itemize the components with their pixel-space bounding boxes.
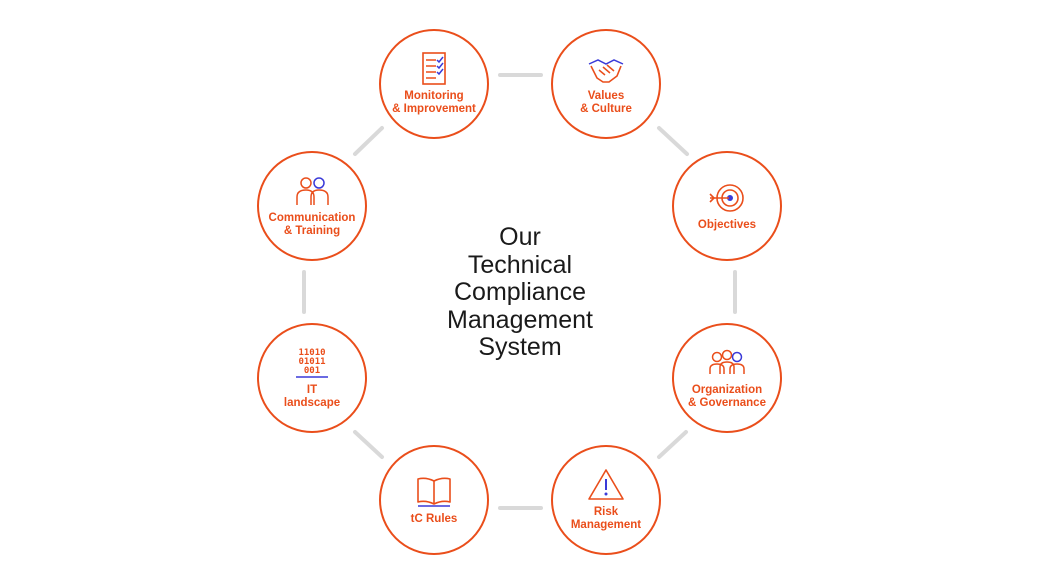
- connector-communication-monitoring: [353, 126, 384, 156]
- connector-values-objectives: [657, 126, 689, 156]
- group-icon: [707, 346, 747, 380]
- node-monitoring-improvement: Monitoring & Improvement: [379, 29, 489, 139]
- node-label-line: Communication: [268, 212, 356, 224]
- node-label-line: & Training: [283, 225, 341, 237]
- node-organization-governance: Organization & Governance: [672, 323, 782, 433]
- binary-row: 01011: [298, 357, 325, 367]
- node-label-line: IT: [306, 384, 318, 396]
- warning-icon: [586, 468, 626, 502]
- binary-icon: 11010 01011 001: [292, 346, 332, 380]
- center-title-line: Management: [447, 305, 593, 334]
- node-label: Organization & Governance: [688, 384, 766, 410]
- node-label-line: Monitoring: [404, 90, 464, 102]
- node-label: tC Rules: [411, 513, 458, 526]
- book-icon: [414, 475, 454, 509]
- node-label: Communication & Training: [269, 212, 356, 238]
- node-label-line: Management: [570, 519, 642, 531]
- node-label: Objectives: [698, 219, 756, 232]
- node-values-culture: Values & Culture: [551, 29, 661, 139]
- center-title: Our Technical Compliance Management Syst…: [420, 223, 620, 362]
- node-label: Monitoring & Improvement: [392, 90, 476, 116]
- node-label-line: Objectives: [697, 218, 757, 231]
- node-label-line: landscape: [283, 397, 341, 409]
- node-label-line: Organization: [691, 384, 763, 396]
- node-label-line: tC Rules: [410, 512, 458, 525]
- node-label-line: Values: [587, 90, 625, 102]
- node-label: Values & Culture: [580, 90, 632, 116]
- people-icon: [292, 174, 332, 208]
- connector-organization-risk: [657, 430, 688, 459]
- target-icon: [707, 181, 747, 215]
- center-title-line: Our: [499, 223, 541, 251]
- node-label-line: & Governance: [688, 397, 766, 409]
- center-title-line: Technical: [467, 250, 573, 279]
- node-label-line: Risk: [593, 506, 619, 518]
- node-communication-training: Communication & Training: [257, 151, 367, 261]
- center-title-line: System: [478, 333, 562, 361]
- node-risk-management: Risk Management: [551, 445, 661, 555]
- node-label-line: & Culture: [580, 103, 632, 115]
- binary-row: 11010: [298, 348, 325, 358]
- node-label: Risk Management: [571, 506, 641, 532]
- handshake-icon: [586, 52, 626, 86]
- node-label-line: & Improvement: [392, 103, 476, 115]
- node-objectives: Objectives: [672, 151, 782, 261]
- connector-rules-it: [353, 430, 384, 459]
- checklist-icon: [414, 52, 454, 86]
- node-label: IT landscape: [284, 384, 340, 410]
- center-title-line: Compliance: [453, 278, 586, 306]
- binary-row: 001: [304, 366, 320, 376]
- node-tc-rules: tC Rules: [379, 445, 489, 555]
- node-it-landscape: 11010 01011 001 IT landscape: [257, 323, 367, 433]
